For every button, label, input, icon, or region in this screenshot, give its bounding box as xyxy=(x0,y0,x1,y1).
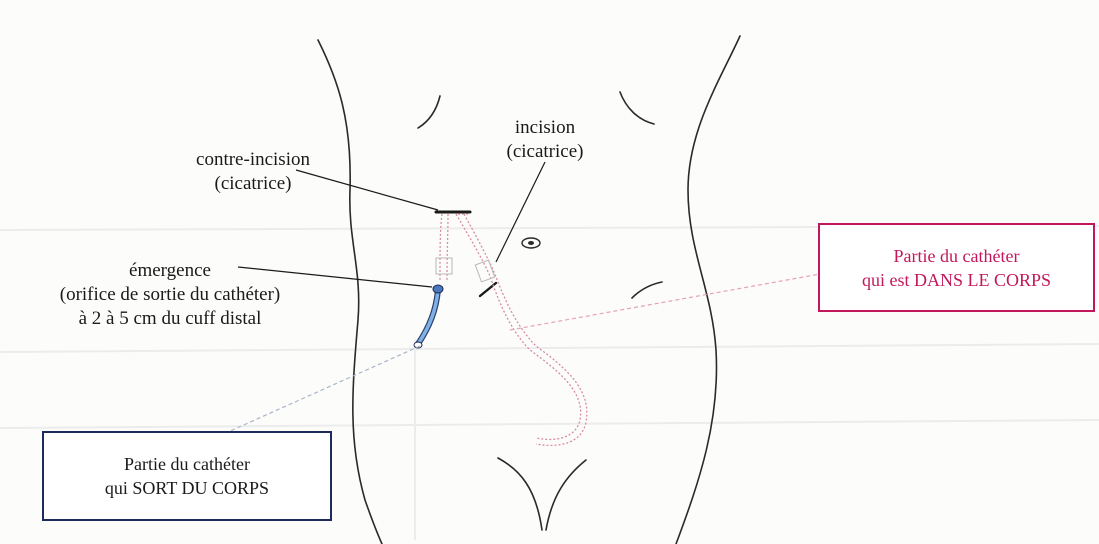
torso-outline xyxy=(318,36,740,544)
emergence-label-line-3: à 2 à 5 cm du cuff distal xyxy=(0,307,340,331)
emergence-label-line-1: émergence xyxy=(0,259,340,283)
emergence-label-line-2: (orifice de sortie du cathéter) xyxy=(0,283,340,307)
guide-line-inside xyxy=(510,274,820,330)
incision-label-line-1: incision xyxy=(480,116,610,140)
contre-incision-label-line-1: contre-incision xyxy=(158,148,348,172)
emergence-label: émergence (orifice de sortie du cathéter… xyxy=(0,259,340,331)
left-chest-curve xyxy=(418,96,440,128)
contre-incision-label: contre-incision (cicatrice) xyxy=(158,148,348,196)
proximal-cuff xyxy=(436,258,452,274)
callout-catheter-inside-body: Partie du cathéter qui est DANS LE CORPS xyxy=(818,223,1095,312)
external-catheter xyxy=(414,285,443,348)
groin-right xyxy=(546,460,586,530)
right-chest-curve xyxy=(620,92,654,124)
callout-inside-line-2: qui est DANS LE CORPS xyxy=(820,268,1093,292)
incision-label-line-2: (cicatrice) xyxy=(480,140,610,164)
right-hip-curve xyxy=(632,282,662,298)
callout-inside-line-1: Partie du cathéter xyxy=(820,244,1093,268)
callout-outside-line-2: qui SORT DU CORPS xyxy=(44,476,330,500)
contre-incision-label-line-2: (cicatrice) xyxy=(158,172,348,196)
groin-left xyxy=(498,458,542,530)
callout-outside-line-1: Partie du cathéter xyxy=(44,452,330,476)
deep-cuff xyxy=(475,260,494,282)
guide-line-outside xyxy=(228,346,420,432)
incision-label: incision (cicatrice) xyxy=(480,116,610,164)
callout-catheter-outside-body: Partie du cathéter qui SORT DU CORPS xyxy=(42,431,332,521)
